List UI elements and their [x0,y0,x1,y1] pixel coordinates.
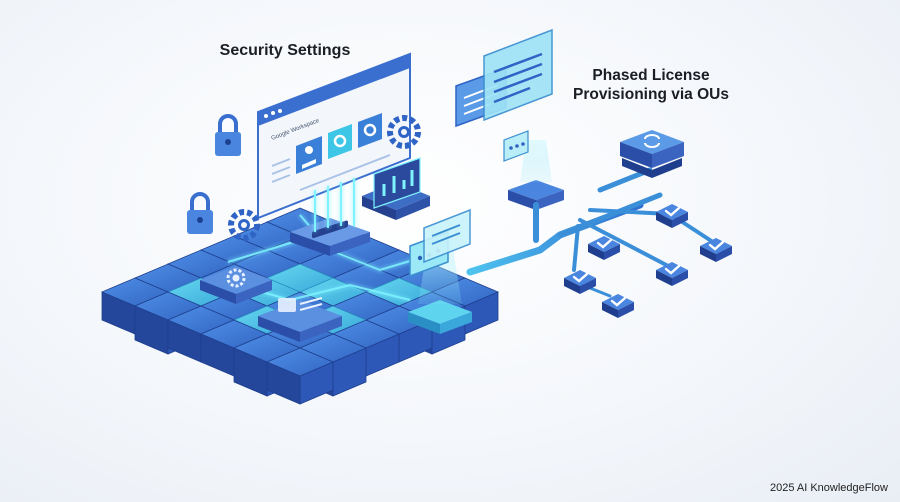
checkmark-icon [596,238,613,249]
phased-provisioning-label: Phased License Provisioning via OUs [556,66,746,104]
phased-provisioning-line-2: Provisioning via OUs [573,86,729,103]
checkmark-icon [572,272,589,283]
padlock-icon [187,192,213,234]
watermark-text: 2025 AI KnowledgeFlow [769,482,888,494]
checkmark-node [656,262,688,286]
chat-bubble-icon [503,130,529,162]
gear-icon [228,209,260,241]
gear-icon [328,124,352,159]
bar-chart-module [362,157,430,220]
chat-bubble-icon [423,208,471,264]
flow-pipes [466,167,718,298]
security-settings-label: Security Settings [219,42,351,59]
user-card-icon [296,136,322,174]
phased-provisioning-line-1: Phased License [592,67,710,84]
bar-chart-icon [373,157,421,209]
chat-hologram [455,28,564,210]
glow-connectors [314,178,355,232]
ou-check-nodes [564,204,732,318]
recycle-icon [644,134,660,148]
server-module [290,218,370,256]
gear-icon [358,113,382,148]
gear-icon [226,268,246,288]
gear-module [200,266,272,304]
checkmark-icon [610,296,627,307]
checkmark-icon [664,206,681,217]
checkmark-node [588,236,620,260]
checkmark-node [700,238,732,262]
checkmark-icon [708,240,725,251]
platform-tile [265,347,335,405]
checkmark-icon [664,264,681,275]
isometric-tile-platform [100,207,500,405]
document-module [258,297,342,342]
gear-icon [387,115,421,149]
checkmark-node [656,204,688,228]
chat-bubble-icon [483,28,553,122]
browser-window: Google Workspace [257,52,411,220]
checkmark-node [602,294,634,318]
chat-pedestal [408,208,472,334]
padlock-icon [215,114,241,156]
checkmark-node [564,270,596,294]
root-ou-node [620,130,684,178]
